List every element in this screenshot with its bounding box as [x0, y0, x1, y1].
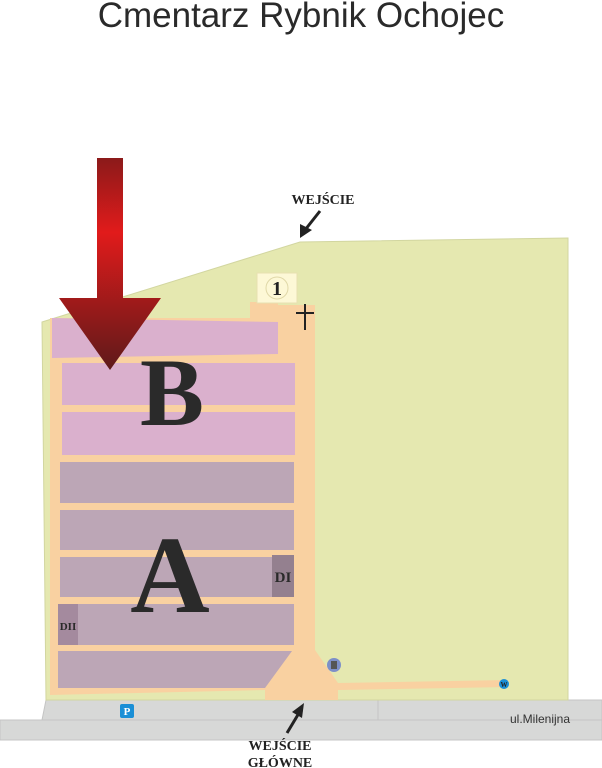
main-entrance-label-line2: GŁÓWNE	[248, 754, 313, 768]
plot-row	[60, 510, 294, 550]
building-1	[256, 272, 298, 304]
main-entrance-label-line1: WEJŚCIE	[248, 737, 311, 754]
plot-row	[58, 651, 292, 688]
svg-text:W: W	[501, 681, 508, 689]
entrance-top-label: WEJŚCIE	[291, 191, 354, 208]
plot-row	[60, 462, 294, 503]
trash-bin-icon	[327, 658, 341, 672]
section-a	[58, 462, 294, 688]
section-dii-label: DII	[60, 621, 77, 633]
building-1-circle	[265, 276, 289, 300]
plot-row	[58, 604, 294, 645]
building-1-label: 1	[272, 278, 282, 300]
red-arrow-down-icon	[59, 158, 161, 370]
plot-row	[62, 412, 295, 455]
section-b-label: B	[140, 339, 204, 446]
section-di-label: DI	[275, 570, 292, 586]
cross-icon	[296, 304, 314, 330]
section-di-area	[272, 555, 294, 597]
entrance-arrow-icon	[300, 210, 322, 238]
section-dii-area	[58, 604, 78, 645]
street-label: ul.Milenijna	[510, 712, 570, 726]
main-entrance-arrow-icon	[285, 703, 304, 734]
street-lower	[0, 719, 602, 741]
parking-icon: P	[120, 704, 134, 718]
svg-text:P: P	[124, 706, 131, 718]
section-a-label: A	[130, 514, 209, 636]
parking-lot	[41, 699, 379, 721]
plot-row	[62, 363, 295, 405]
wc-icon: W	[499, 679, 509, 689]
map-title: Cmentarz Rybnik Ochojec	[97, 0, 505, 35]
plot-row	[60, 557, 294, 597]
